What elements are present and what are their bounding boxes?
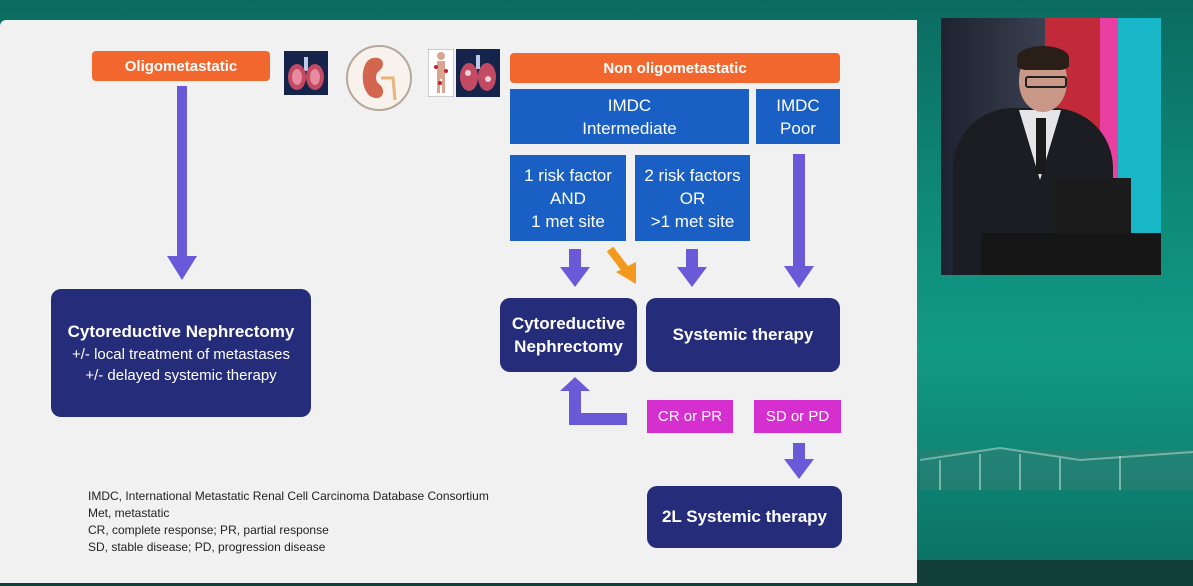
imdc-intermediate-line2: Intermediate (582, 118, 677, 138)
metastases-body-icon (428, 49, 454, 97)
two-risk-line2: OR (679, 188, 706, 208)
legend-line-1: IMDC, International Metastatic Renal Cel… (88, 489, 489, 503)
risk1-down-arrow (560, 249, 590, 287)
imdc-poor-line1: IMDC (776, 95, 820, 115)
poor-down-arrow (784, 154, 814, 288)
two-risk-line1: 2 risk factors (644, 165, 741, 185)
imdc-poor-line2: Poor (780, 118, 816, 138)
kidney-icon (346, 45, 412, 111)
one-risk-line3: 1 met site (531, 211, 605, 231)
imdc-intermediate-box: IMDC Intermediate (510, 89, 749, 144)
one-risk-factor-box: 1 risk factor AND 1 met site (510, 155, 626, 241)
two-risk-factors-box: 2 risk factors OR >1 met site (635, 155, 750, 241)
cn-right-line1: Cytoreductive (511, 314, 626, 333)
sd-or-pd-text: SD or PD (765, 408, 830, 425)
non-oligometastatic-text: Non oligometastatic (603, 59, 747, 77)
second-line-systemic-therapy-box: 2L Systemic therapy (647, 486, 842, 548)
speaker-hair (1017, 46, 1069, 70)
imdc-poor-box: IMDC Poor (756, 89, 840, 144)
oligometastatic-text: Oligometastatic (124, 57, 238, 75)
sd-or-pd-box: SD or PD (754, 400, 841, 433)
speaker-video-feed (941, 18, 1161, 275)
cr-or-pr-box: CR or PR (647, 400, 733, 433)
cytoreductive-nephrectomy-oligo-box: Cytoreductive Nephrectomy +/- local trea… (51, 289, 311, 417)
lungs-icon (284, 51, 328, 95)
speaker-glasses (1025, 76, 1067, 88)
systemic-therapy-box: Systemic therapy (646, 298, 840, 372)
cr-or-pr-text: CR or PR (657, 408, 723, 425)
two-risk-line3: >1 met site (650, 211, 735, 231)
oligometastatic-label: Oligometastatic (92, 51, 270, 81)
presentation-slide: Oligometastatic Non oligometastatic (0, 20, 917, 583)
cn-left-line2: +/- local treatment of metastases (71, 346, 290, 363)
return-arrow (560, 377, 627, 425)
legend-line-2: Met, metastatic (88, 506, 170, 520)
risk2-down-arrow (677, 249, 707, 287)
systemic-therapy-text: Systemic therapy (672, 325, 814, 344)
podium (981, 233, 1161, 275)
speaker-tie (1036, 118, 1046, 174)
oligo-down-arrow (167, 86, 197, 280)
podium-monitor (1051, 178, 1131, 236)
legend-line-4: SD, stable disease; PD, progression dise… (88, 540, 326, 554)
one-risk-line2: AND (550, 188, 586, 208)
cytoreductive-nephrectomy-box: Cytoreductive Nephrectomy (500, 298, 637, 372)
background-structure (920, 446, 1193, 490)
cn-left-line3: +/- delayed systemic therapy (85, 367, 277, 384)
cn-left-title: Cytoreductive Nephrectomy (67, 322, 295, 341)
non-oligometastatic-label: Non oligometastatic (510, 53, 840, 83)
lungs-icon (456, 49, 500, 97)
imdc-intermediate-line1: IMDC (607, 95, 652, 115)
risk1-diagonal-arrow (606, 246, 636, 284)
one-risk-line1: 1 risk factor (524, 165, 612, 185)
second-line-text: 2L Systemic therapy (661, 507, 828, 526)
cn-right-line2: Nephrectomy (514, 337, 623, 356)
sd-pd-down-arrow (784, 443, 814, 479)
legend-line-3: CR, complete response; PR, partial respo… (88, 523, 329, 537)
